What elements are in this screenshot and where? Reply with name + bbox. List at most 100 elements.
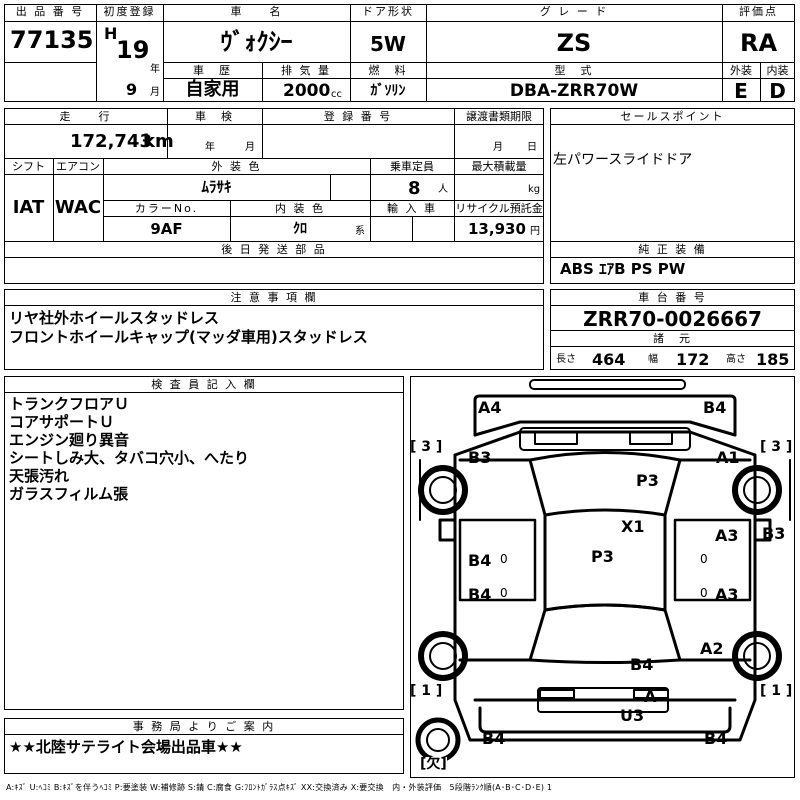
sales-point-box [550, 108, 795, 284]
history-label: 車 歴 [193, 64, 232, 77]
transfer-day-unit: 日 [527, 142, 537, 153]
notes-box [4, 289, 544, 370]
inspection-month-unit: 月 [245, 142, 255, 153]
chassis-number-label: 車 台 番 号 [638, 291, 707, 304]
tire-left-front: [ 3 ] [410, 439, 443, 455]
sales-point-label: セールスポイント [620, 110, 725, 123]
inspector-line: ガラスフィルム張 [9, 485, 129, 503]
capacity: 8 [408, 178, 421, 199]
history: 自家用 [185, 79, 240, 100]
damage-mark: A [644, 687, 657, 706]
damage-mark: B4 [468, 585, 492, 604]
office-text: ★★北陸サテライト会場出品車★★ [9, 738, 243, 756]
damage-mark: P3 [636, 471, 659, 490]
recycle-fee: 13,930 [468, 220, 526, 238]
inspector-label: 検 査 員 記 入 欄 [151, 378, 257, 391]
mileage-label: 走 行 [59, 110, 112, 123]
damage-mark: A1 [716, 448, 740, 467]
color-number-label: カラーNo. [134, 202, 199, 215]
max-load-label: 最大積載量 [471, 160, 527, 173]
model-code: DBA-ZRR70W [509, 81, 639, 101]
ac-label: エアコン [56, 160, 100, 173]
grade-label: グ レ ー ド [539, 5, 609, 18]
fuel: ｶﾞｿﾘﾝ [370, 83, 406, 99]
equipment-label: 純 正 装 備 [638, 243, 707, 256]
capacity-label: 乗車定員 [390, 160, 434, 173]
damage-mark: X1 [621, 517, 645, 536]
recycle-fee-label: リサイクル預託金 [455, 202, 543, 215]
height: 185 [756, 350, 790, 369]
shift: IAT [12, 197, 45, 218]
tire-right-rear: [ 1 ] [760, 683, 793, 699]
length: 464 [592, 350, 626, 369]
zero-mark: 0 [700, 552, 708, 566]
interior-label: 内装 [766, 64, 789, 77]
car-name: ｳﾞｫｸｼｰ [220, 28, 293, 56]
first-registration-label: 初度登録 [103, 5, 156, 18]
transfer-deadline-label: 譲渡書類期限 [466, 110, 532, 123]
damage-mark: B3 [762, 524, 786, 543]
damage-mark: P3 [591, 547, 614, 566]
displacement-label: 排 気 量 [281, 64, 331, 77]
height-label: 高さ [726, 354, 746, 365]
damage-mark: B4 [468, 551, 492, 570]
year-unit: 年 [150, 64, 160, 75]
interior-color: ｸﾛ [293, 221, 307, 237]
interior-color-label: 内 装 色 [275, 202, 325, 215]
registration-month: 9 [126, 80, 138, 99]
mileage: 172,743 [70, 131, 152, 152]
header-table [4, 4, 795, 102]
inspector-line: エンジン廻り異音 [9, 431, 130, 449]
lot-number-label: 出 品 番 号 [15, 5, 85, 18]
recycle-fee-unit: 円 [530, 226, 540, 237]
width: 172 [676, 350, 710, 369]
displacement-unit: cc [331, 89, 342, 100]
max-load-unit: kg [528, 184, 541, 195]
inspector-line: 天張汚れ [9, 467, 70, 485]
notes-label: 注 意 事 項 欄 [230, 291, 318, 304]
mileage-unit: km [143, 131, 174, 152]
diagram-frame [410, 376, 795, 778]
exterior-color: ﾑﾗｻｷ [201, 178, 232, 196]
car-damage-diagram [415, 379, 791, 763]
door-type-label: ドア形状 [362, 5, 414, 18]
tire-left-rear: [ 1 ] [410, 683, 443, 699]
chassis-number: ZRR70-0026667 [583, 307, 762, 331]
damage-mark: A3 [715, 585, 739, 604]
grade: ZS [556, 29, 592, 57]
zero-mark: 0 [500, 586, 508, 600]
plate-number-label: 登 録 番 号 [323, 110, 393, 123]
inspector-line: シートしみ大、タバコ穴小、へたり [9, 449, 250, 467]
damage-mark: A2 [700, 639, 724, 658]
shift-label: シフト [12, 160, 45, 173]
lot-number: 77135 [10, 26, 94, 54]
transfer-month-unit: 月 [493, 142, 503, 153]
spec-label: 諸 元 [653, 332, 692, 345]
damage-mark: B4 [704, 729, 728, 748]
score: RA [739, 29, 778, 57]
length-label: 長さ [556, 354, 576, 365]
registration-year: 19 [116, 36, 150, 64]
legend-text: A:ｷｽﾞ U:ﾍｺﾐ B:ｷｽﾞを伴うﾍｺﾐ P:要塗装 W:補修跡 S:錆 … [6, 783, 553, 792]
interior-grade: D [769, 79, 786, 103]
later-parts-label: 後 日 発 送 部 品 [221, 243, 327, 256]
zero-mark: 0 [500, 552, 508, 566]
model-label: 型 式 [554, 64, 594, 77]
damage-mark: B4 [703, 398, 727, 417]
car-name-label: 車 名 [230, 5, 283, 18]
ac: WAC [54, 197, 102, 218]
era: H [104, 24, 118, 43]
fuel-label: 燃 料 [368, 64, 408, 77]
chassis-box [550, 289, 795, 370]
door-type: 5W [370, 32, 406, 56]
sales-point-text: 左パワースライドドア [553, 152, 693, 168]
exterior-label: 外装 [730, 64, 752, 77]
inspection-year-unit: 年 [205, 142, 215, 153]
inspection-label: 車 検 [195, 110, 234, 123]
note-line: フロントホイールキャップ(マッダ車用)スタッドレス [9, 328, 368, 346]
exterior-grade: E [734, 79, 748, 103]
damage-mark: A4 [478, 398, 502, 417]
score-label: 評価点 [739, 5, 778, 18]
equipment-text: ABS ｴｱB PS PW [560, 260, 686, 278]
info-table [4, 108, 544, 284]
